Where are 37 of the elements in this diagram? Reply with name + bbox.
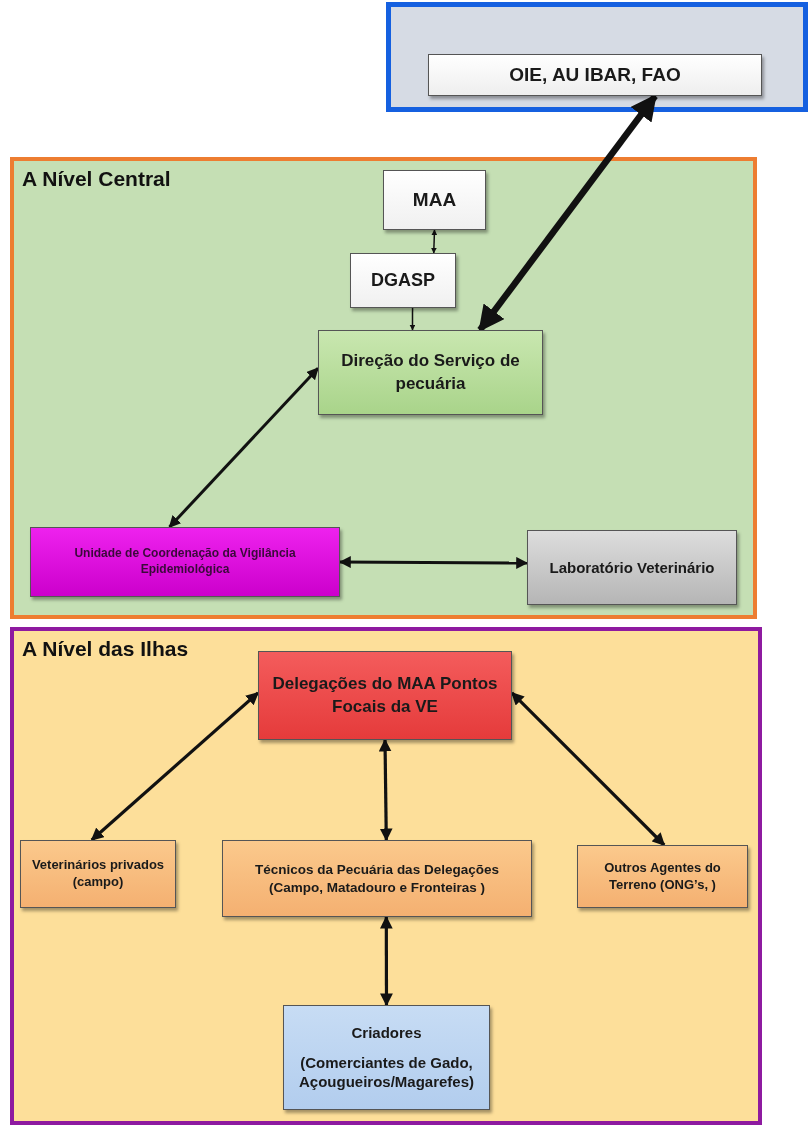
- group-panel: [386, 2, 808, 112]
- process-box: [222, 840, 532, 917]
- process-box: [428, 54, 762, 96]
- box-label: Delegações do MAA Pontos Focais da VE: [271, 673, 499, 718]
- arrow: [379, 915, 393, 1007]
- arrow: [477, 93, 658, 333]
- process-box: [350, 253, 456, 308]
- process-box: [577, 845, 748, 908]
- arrow: [409, 307, 416, 331]
- arrow: [338, 556, 529, 569]
- box-label: Direção do Serviço de pecuária: [340, 350, 521, 395]
- panel-title: A Nível Central: [22, 167, 171, 191]
- process-box: [383, 170, 486, 230]
- box-label: MAA: [411, 187, 458, 212]
- box-label: Técnicos da Pecuária das Delegações (Campo, Matadouro e Fronteiras ): [254, 860, 500, 897]
- box-label: Outros Agentes do Terreno (ONG’s, ): [603, 859, 722, 894]
- process-box: [527, 530, 737, 605]
- box-label: DGASP: [370, 268, 436, 292]
- process-box: [318, 330, 543, 415]
- arrow: [378, 738, 393, 842]
- process-box: [30, 527, 340, 597]
- process-box: [283, 1005, 490, 1110]
- group-panel: [10, 627, 762, 1125]
- box-label: Laboratório Veterinário: [548, 557, 716, 578]
- process-box: [20, 840, 176, 908]
- process-box: [258, 651, 512, 740]
- box-label: (Comerciantes de Gado, Açougueiros/Magarefes): [297, 1052, 475, 1092]
- arrow: [90, 691, 260, 842]
- box-label: OIE, AU IBAR, FAO: [508, 62, 682, 87]
- group-panel: [10, 157, 757, 619]
- arrow: [510, 691, 666, 847]
- box-label: Veterinários privados (campo): [30, 857, 166, 891]
- panel-title: A Nível das Ilhas: [22, 637, 189, 661]
- box-label: Criadores: [350, 1023, 423, 1043]
- box-label: Unidade de Coordenação da Vigilância Epidemiológica: [73, 546, 297, 578]
- arrow: [168, 367, 320, 529]
- arrow: [430, 229, 438, 254]
